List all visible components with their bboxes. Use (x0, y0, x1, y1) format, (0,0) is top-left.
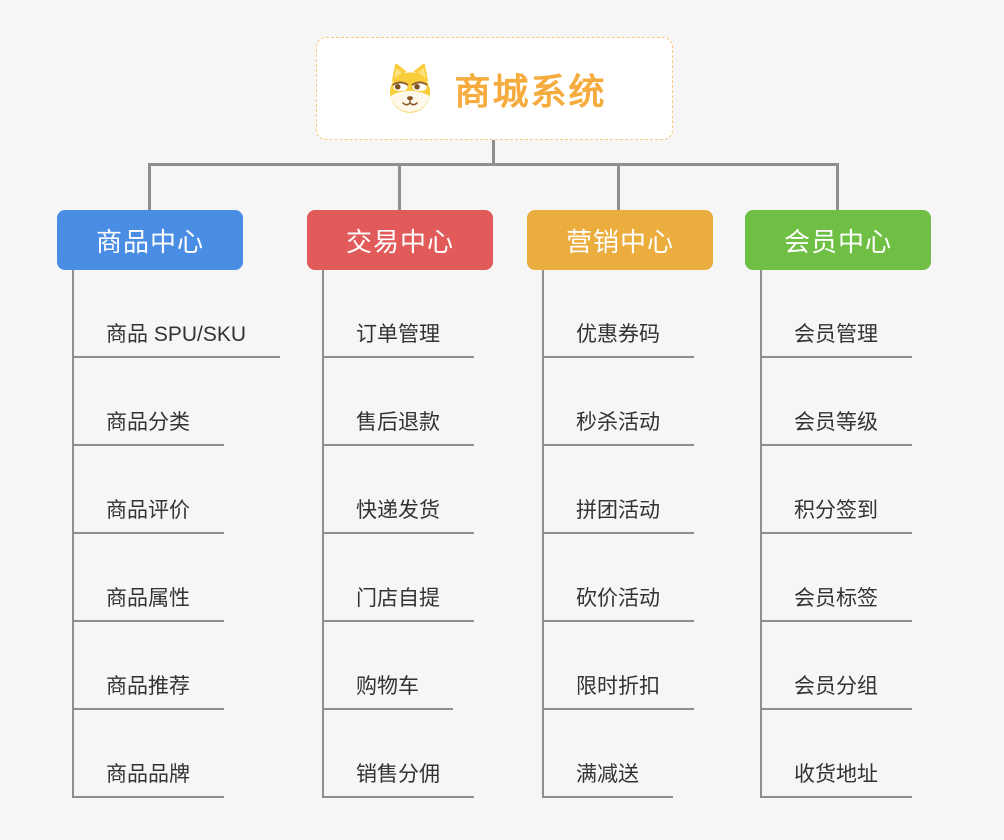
branch-trade-leaves: 订单管理 售后退款 快递发货 门店自提 购物车 销售分佣 (307, 270, 567, 798)
leaf-label: 商品属性 (72, 582, 224, 622)
leaf-node[interactable]: 商品 SPU/SKU (57, 270, 317, 358)
root-node[interactable]: 商城系统 (316, 37, 673, 140)
leaf-node[interactable]: 门店自提 (307, 534, 567, 622)
leaf-node[interactable]: 秒杀活动 (527, 358, 787, 446)
leaf-node[interactable]: 砍价活动 (527, 534, 787, 622)
leaf-label: 订单管理 (322, 318, 474, 358)
connector-drop-trade (398, 163, 401, 211)
connector-drop-product (148, 163, 151, 211)
branch-trunk-line (542, 270, 544, 798)
leaf-label: 商品分类 (72, 406, 224, 446)
branch-node-product-center[interactable]: 商品中心 (57, 210, 243, 270)
leaf-node[interactable]: 满减送 (527, 710, 787, 798)
leaf-node[interactable]: 商品分类 (57, 358, 317, 446)
leaf-node[interactable]: 会员管理 (745, 270, 1004, 358)
leaf-label: 商品推荐 (72, 670, 224, 710)
leaf-label: 限时折扣 (542, 670, 694, 710)
leaf-label: 优惠券码 (542, 318, 694, 358)
leaf-label: 购物车 (322, 670, 453, 710)
leaf-node[interactable]: 订单管理 (307, 270, 567, 358)
leaf-label: 销售分佣 (322, 758, 474, 798)
branch-marketing-leaves: 优惠券码 秒杀活动 拼团活动 砍价活动 限时折扣 满减送 (527, 270, 787, 798)
branch-product-leaves: 商品 SPU/SKU 商品分类 商品评价 商品属性 商品推荐 商品品牌 (57, 270, 317, 798)
leaf-node[interactable]: 商品推荐 (57, 622, 317, 710)
leaf-node[interactable]: 优惠券码 (527, 270, 787, 358)
root-title: 商城系统 (454, 70, 607, 112)
leaf-label: 收货地址 (760, 758, 912, 798)
leaf-node[interactable]: 拼团活动 (527, 446, 787, 534)
leaf-label: 砍价活动 (542, 582, 694, 622)
leaf-node[interactable]: 会员分组 (745, 622, 1004, 710)
leaf-label: 积分签到 (760, 494, 912, 534)
branch-node-trade-center[interactable]: 交易中心 (307, 210, 493, 270)
leaf-node[interactable]: 会员等级 (745, 358, 1004, 446)
connector-drop-member (836, 163, 839, 211)
leaf-node[interactable]: 商品品牌 (57, 710, 317, 798)
connector-drop-marketing (617, 163, 620, 211)
branch-trade-center: 交易中心 订单管理 售后退款 快递发货 门店自提 购物车 销售分佣 (307, 210, 567, 798)
connector-root-stem (492, 139, 495, 165)
leaf-label: 售后退款 (322, 406, 474, 446)
leaf-label: 满减送 (542, 758, 673, 798)
leaf-label: 会员标签 (760, 582, 912, 622)
leaf-node[interactable]: 会员标签 (745, 534, 1004, 622)
branch-node-member-center[interactable]: 会员中心 (745, 210, 931, 270)
leaf-node[interactable]: 限时折扣 (527, 622, 787, 710)
branch-trunk-line (72, 270, 74, 798)
leaf-label: 会员管理 (760, 318, 912, 358)
leaf-label: 门店自提 (322, 582, 474, 622)
leaf-label: 秒杀活动 (542, 406, 694, 446)
branch-product-center: 商品中心 商品 SPU/SKU 商品分类 商品评价 商品属性 商品推荐 商品品牌 (57, 210, 317, 798)
connector-horizontal-bar (148, 163, 839, 166)
leaf-label: 快递发货 (322, 494, 474, 534)
leaf-node[interactable]: 收货地址 (745, 710, 1004, 798)
branch-trunk-line (322, 270, 324, 798)
leaf-label: 商品 SPU/SKU (72, 318, 281, 358)
leaf-node[interactable]: 积分签到 (745, 446, 1004, 534)
shiba-dog-icon (390, 63, 431, 113)
leaf-node[interactable]: 快递发货 (307, 446, 567, 534)
leaf-node[interactable]: 商品属性 (57, 534, 317, 622)
leaf-label: 商品评价 (72, 494, 224, 534)
branch-member-leaves: 会员管理 会员等级 积分签到 会员标签 会员分组 收货地址 (745, 270, 1004, 798)
leaf-node[interactable]: 商品评价 (57, 446, 317, 534)
leaf-label: 拼团活动 (542, 494, 694, 534)
leaf-label: 会员分组 (760, 670, 912, 710)
branch-marketing-center: 营销中心 优惠券码 秒杀活动 拼团活动 砍价活动 限时折扣 满减送 (527, 210, 787, 798)
leaf-label: 商品品牌 (72, 758, 224, 798)
branch-trunk-line (760, 270, 762, 798)
leaf-node[interactable]: 销售分佣 (307, 710, 567, 798)
leaf-node[interactable]: 购物车 (307, 622, 567, 710)
leaf-node[interactable]: 售后退款 (307, 358, 567, 446)
branch-member-center: 会员中心 会员管理 会员等级 积分签到 会员标签 会员分组 收货地址 (745, 210, 1004, 798)
leaf-label: 会员等级 (760, 406, 912, 446)
branch-node-marketing-center[interactable]: 营销中心 (527, 210, 713, 270)
